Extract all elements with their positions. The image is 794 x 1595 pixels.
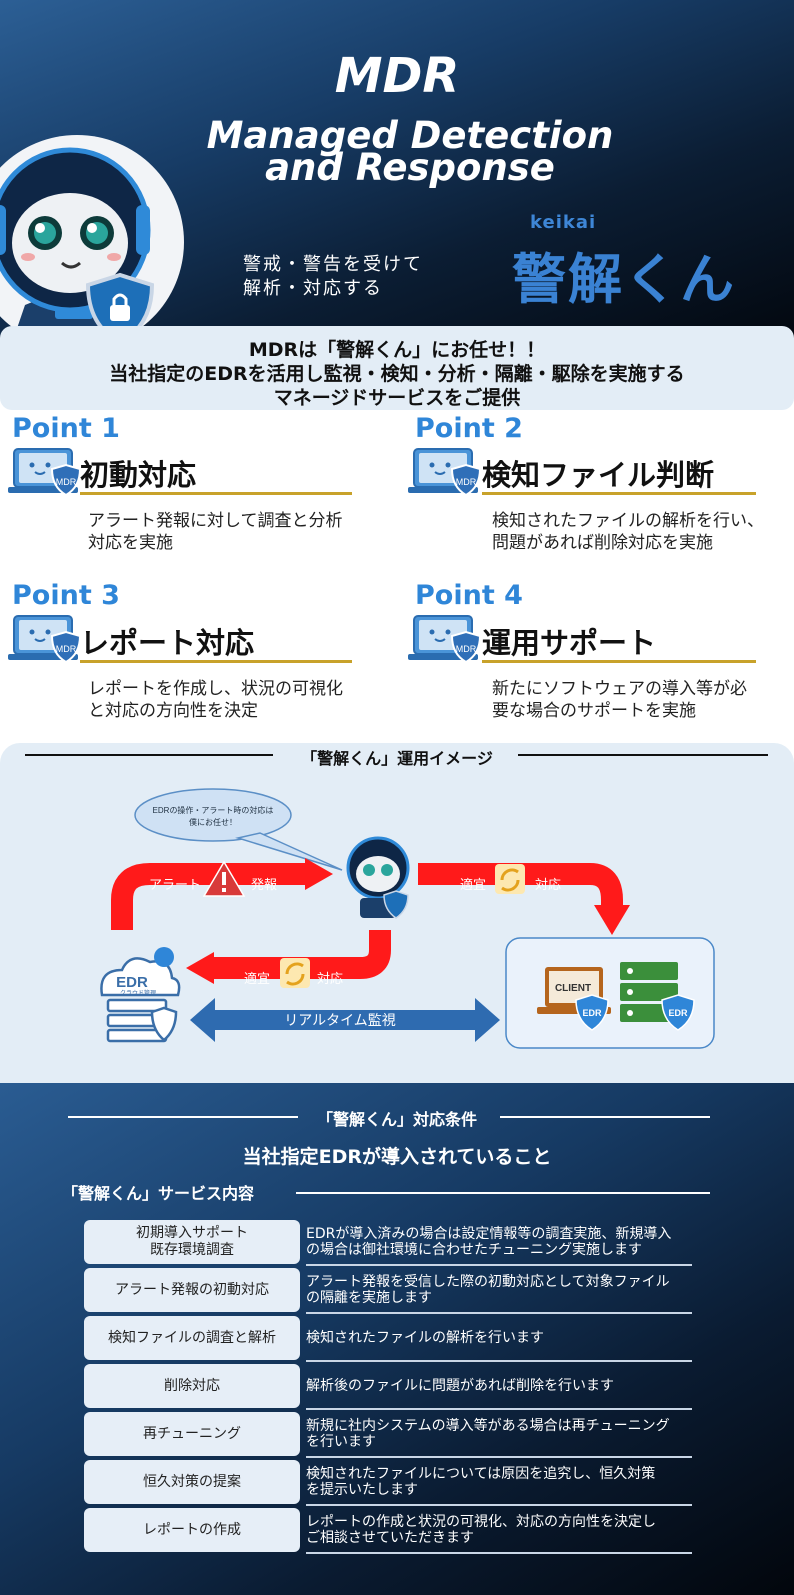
intro-line2: 当社指定のEDRを活用し監視・検知・分析・隔離・駆除を実施する: [109, 363, 685, 385]
service-row2-desc: アラート発報を受信した際の初動対応として対象ファイルの隔離を実施します: [306, 1268, 692, 1314]
service-row4-name: 削除対応: [84, 1364, 300, 1408]
hero-tagline-line1: 警戒・警告を受けて: [243, 254, 423, 275]
service-row2-name: アラート発報の初動対応: [84, 1268, 300, 1312]
realtime-label: リアルタイム監視: [284, 1012, 396, 1028]
point4-desc-line2: 要な場合のサポートを実施: [492, 701, 696, 721]
point1-label: Point 1: [12, 413, 120, 444]
alert-text-left: アラート: [149, 877, 201, 892]
point1-desc-line2: 対応を実施: [88, 533, 173, 553]
robot-mascot-image: [0, 135, 184, 349]
point2-title: 検知ファイル判断: [482, 458, 715, 492]
point3-desc-line2: と対応の方向性を決定: [88, 701, 258, 721]
service-row7-name: レポートの作成: [84, 1508, 300, 1552]
brand-reading: keikai: [530, 212, 597, 233]
respond-text-left: 適宜: [460, 877, 486, 892]
point1-title: 初動対応: [80, 458, 197, 492]
realtime-double-arrow: [190, 998, 500, 1042]
ops-title-rule-left: [25, 754, 273, 756]
hero-title: MDR: [334, 48, 460, 104]
service-row5-name: 再チューニング: [84, 1412, 300, 1456]
cond-rule-left: [68, 1116, 298, 1118]
bubble-line2: 僕にお任せ！: [189, 817, 237, 827]
conditions-title: 「警解くん」対応条件: [316, 1110, 477, 1129]
point1-badge: MDR: [56, 477, 77, 487]
speech-bubble: [134, 788, 292, 842]
service-row1-desc: EDRが導入済みの場合は設定情報等の調査実施、新規導入の場合は御社環境に合わせた…: [306, 1220, 692, 1266]
service-row7-desc: レポートの作成と状況の可視化、対応の方向性を決定しご相談させていただきます: [306, 1508, 692, 1554]
sync-icon: [495, 864, 525, 894]
point2-desc-line1: 検知されたファイルの解析を行い、: [492, 511, 764, 531]
ops-title-rule-right: [518, 754, 768, 756]
point3-title: レポート対応: [80, 626, 255, 660]
server-edr-badge: EDR: [668, 1008, 688, 1018]
server-rack-icon: [620, 962, 695, 1031]
edr-label: EDR: [116, 974, 148, 991]
endpoint-box: [505, 937, 715, 1049]
service-row4-desc: 解析後のファイルに問題があれば削除を行います: [306, 1364, 692, 1410]
return-text-left: 適宜: [244, 971, 270, 986]
point4-desc-line1: 新たにソフトウェアの導入等が必: [492, 679, 747, 699]
point4-underline: [482, 660, 756, 663]
point3-label: Point 3: [12, 580, 120, 611]
sync-icon-2: [280, 958, 310, 988]
robot-mascot-small: [346, 836, 410, 919]
service-row6-desc: 検知されたファイルについては原因を追究し、恒久対策を提示いたします: [306, 1460, 692, 1506]
service-title-rule: [296, 1192, 710, 1194]
respond-arrow-head: [594, 905, 630, 935]
hero-tagline-line2: 解析・対応する: [243, 278, 383, 299]
cond-rule-right: [500, 1116, 710, 1118]
point2-laptop-icon: MDR: [407, 447, 482, 501]
point3-desc-line1: レポートを作成し、状況の可視化: [88, 679, 343, 699]
service-row5-desc: 新規に社内システムの導入等がある場合は再チューニングを行います: [306, 1412, 692, 1458]
point3-laptop-icon: MDR: [7, 614, 82, 668]
point1-underline: [80, 492, 352, 495]
client-laptop-icon: [537, 967, 611, 1031]
point4-label: Point 4: [415, 580, 523, 611]
hero-subtitle-line1: Managed Detection: [206, 114, 614, 157]
intro-band: [0, 326, 794, 410]
point3-badge: MDR: [56, 644, 77, 654]
service-row3-desc: 検知されたファイルの解析を行います: [306, 1316, 692, 1362]
brand-name: 警解くん: [512, 248, 736, 311]
point4-badge: MDR: [456, 644, 477, 654]
service-row3-name: 検知ファイルの調査と解析: [84, 1316, 300, 1360]
point2-label: Point 2: [415, 413, 523, 444]
return-text-right: 対応: [317, 971, 343, 986]
intro-line3: マネージドサービスをご提供: [273, 387, 521, 409]
point2-badge: MDR: [456, 477, 477, 487]
service-title: 「警解くん」サービス内容: [62, 1184, 255, 1203]
return-arrow-head: [186, 952, 214, 984]
warning-icon: [202, 860, 246, 897]
client-edr-badge: EDR: [582, 1008, 602, 1018]
service-row1-name: 初期導入サポート既存環境調査: [84, 1220, 300, 1264]
point2-desc-line2: 問題があれば削除対応を実施: [492, 533, 713, 553]
hero-banner: MDR Managed Detection and Response 警戒・警告…: [0, 0, 794, 355]
operation-title: 「警解くん」運用イメージ: [301, 749, 493, 768]
alert-text-right: 発報: [251, 877, 277, 892]
client-label: CLIENT: [555, 983, 591, 994]
edr-cloud-server-icon: [100, 947, 181, 1043]
operation-diagram: EDRの操作・アラート時の対応は 僕にお任せ！ アラート 発報 適宜 対応 適宜…: [100, 788, 715, 1049]
point3-underline: [80, 660, 352, 663]
point1-desc-line1: アラート発報に対して調査と分析: [88, 511, 343, 531]
respond-text-right: 対応: [535, 877, 561, 892]
point4-laptop-icon: MDR: [407, 614, 482, 668]
alert-arrow-head: [305, 858, 333, 890]
point2-underline: [482, 492, 756, 495]
point1-laptop-icon: MDR: [7, 447, 82, 501]
hero-subtitle-line2: and Response: [265, 146, 555, 189]
intro-line1: MDRは「警解くん」にお任せ！！: [248, 339, 546, 361]
service-row6-name: 恒久対策の提案: [84, 1460, 300, 1504]
conditions-requirement: 当社指定EDRが導入されていること: [242, 1146, 552, 1168]
edr-sublabel: クラウド管理: [120, 989, 156, 997]
bubble-line1: EDRの操作・アラート時の対応は: [153, 805, 274, 815]
point4-title: 運用サポート: [482, 626, 657, 660]
